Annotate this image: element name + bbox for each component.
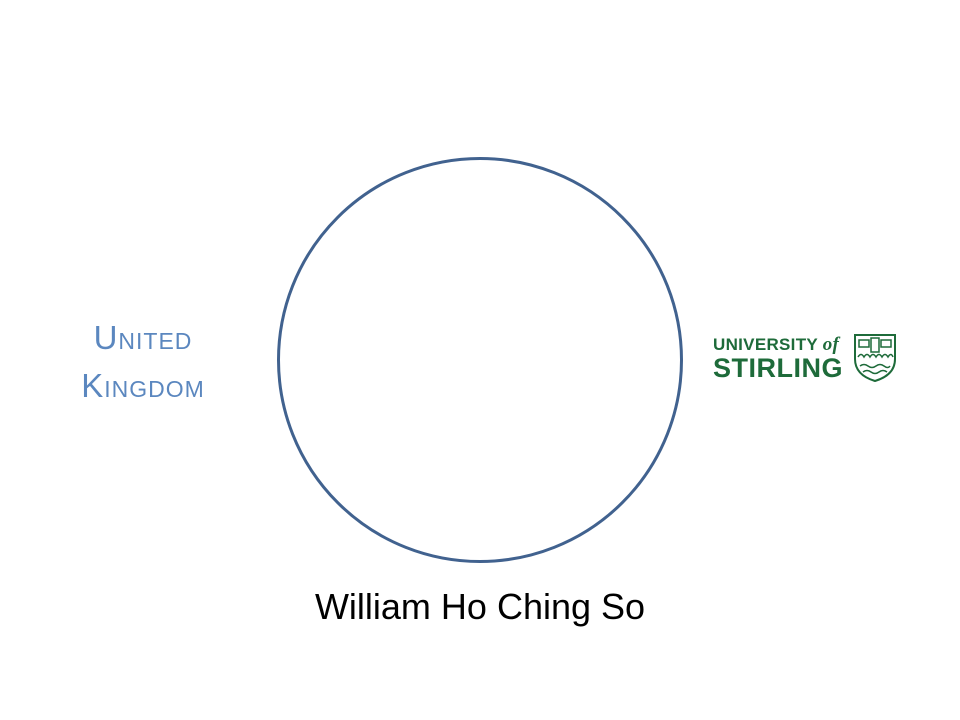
logo-line-2: STIRLING [713, 353, 843, 383]
country-line-2: Kingdom [81, 367, 205, 404]
country-label: United Kingdom [40, 314, 246, 410]
presenter-name: William Ho Ching So [314, 586, 646, 627]
logo-line-1: UNIVERSITY [713, 335, 818, 354]
logo-of: of [822, 334, 840, 355]
country-line-1: United [93, 319, 193, 356]
shield-crest-icon [854, 334, 896, 383]
photo-placeholder-circle [277, 157, 683, 563]
university-logo: UNIVERSITY of STIRLING [713, 333, 897, 383]
